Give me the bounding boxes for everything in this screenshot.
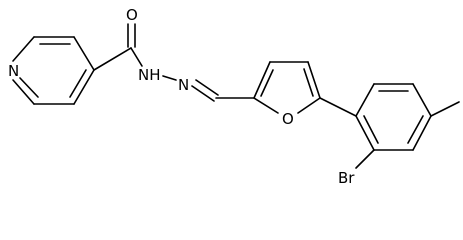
bond-n-ch-a bbox=[191, 85, 215, 102]
bond-fu-o-c2 bbox=[253, 97, 279, 114]
bond-ring-carbonyl bbox=[93, 47, 132, 71]
bond-py-n-c2 bbox=[12, 36, 35, 62]
bond-n-ch-b bbox=[195, 79, 219, 96]
bromo-label: Br bbox=[338, 169, 355, 187]
bond-ar-methyl bbox=[430, 101, 460, 117]
bond-py-c3-c4 bbox=[73, 36, 95, 71]
bond-ar-double-3 bbox=[363, 115, 379, 144]
bond-ar-bromo bbox=[355, 149, 375, 169]
bond-fu-double-1 bbox=[260, 69, 274, 97]
atom-labels: N O NH N O Br bbox=[8, 6, 355, 187]
furan-ring bbox=[253, 61, 321, 114]
bond-ar-c3-c4 bbox=[412, 83, 432, 117]
bond-fu-c2-c3 bbox=[253, 61, 271, 99]
bond-ar-c1-c2 bbox=[355, 83, 375, 117]
bond-ar-c6-c1 bbox=[355, 115, 375, 151]
amide-linker bbox=[93, 23, 255, 102]
hydrazone-n-label: N bbox=[178, 76, 189, 94]
bond-ar-double-2 bbox=[407, 115, 424, 144]
bond-py-c4-c5 bbox=[73, 69, 95, 105]
pyridine-ring bbox=[12, 36, 95, 105]
bond-py-double-2 bbox=[69, 69, 87, 98]
bond-fu-double-2 bbox=[303, 68, 314, 97]
pyridine-n-label: N bbox=[8, 62, 19, 80]
bond-fu-c5-o bbox=[297, 97, 321, 114]
molecule-canvas: N O NH N O Br bbox=[8, 6, 460, 187]
bond-furan-aryl bbox=[319, 97, 357, 117]
bond-py-double-3 bbox=[19, 77, 39, 98]
bond-carbonyl-nh bbox=[130, 47, 143, 67]
bond-fu-c4-c5 bbox=[307, 61, 321, 99]
bond-nh-n bbox=[162, 75, 177, 81]
bond-ar-c4-c5 bbox=[412, 115, 432, 151]
bond-py-c6-n bbox=[12, 79, 35, 105]
molecule-structure: N O NH N O Br bbox=[8, 6, 460, 187]
furan-o-label: O bbox=[282, 110, 294, 128]
carbonyl-o-label: O bbox=[126, 6, 138, 24]
aryl-ring bbox=[319, 83, 460, 169]
hydrazide-nh-label: NH bbox=[138, 66, 161, 84]
